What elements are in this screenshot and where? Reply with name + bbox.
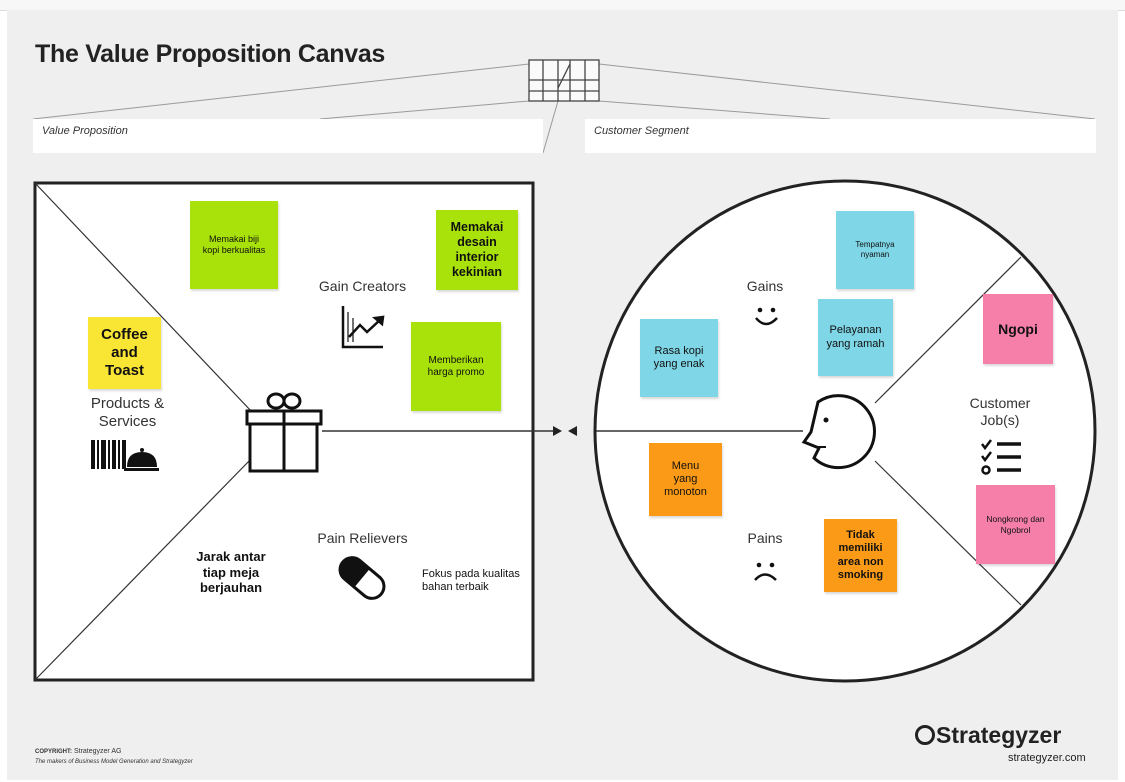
gift-icon	[245, 392, 323, 473]
copyright: COPYRIGHT: Strategyzer AG The makers of …	[35, 747, 193, 767]
products-services-label: Products & Services	[90, 395, 165, 430]
brand-name: Strategyzer	[936, 722, 1062, 748]
page-title: The Value Proposition Canvas	[35, 40, 386, 68]
copyright-label: COPYRIGHT:	[35, 749, 73, 755]
note-text: Tidak memiliki area non smoking	[837, 529, 884, 581]
plain-note: Fokus pada kualitas bahan terbaik	[422, 568, 520, 594]
copyright-owner: Strategyzer AG	[73, 748, 122, 755]
sticky-note[interactable]: Tempatnya nyaman	[836, 211, 914, 289]
checklist-icon	[981, 439, 1021, 475]
note-text: Memberikan harga promo	[427, 354, 485, 378]
sticky-note[interactable]: Ngopi	[983, 294, 1053, 364]
sticky-note[interactable]: Menu yang monoton	[649, 443, 722, 516]
note-text: Pelayanan yang ramah	[826, 324, 885, 350]
note-text: Memakai desain interior kekinian	[450, 220, 504, 279]
gains-label: Gains	[746, 278, 784, 294]
sticky-note[interactable]: Memakai desain interior kekinian	[436, 210, 518, 290]
brand-logo[interactable]: Strategyzer	[915, 722, 1061, 749]
frown-icon	[754, 562, 777, 581]
note-text: Nongkrong dan Ngobrol	[986, 514, 1045, 535]
note-text: Coffee and Toast	[101, 326, 148, 379]
chart-up-icon	[341, 306, 385, 349]
plain-note: Jarak antar tiap meja berjauhan	[196, 549, 266, 596]
sticky-note[interactable]: Rasa kopi yang enak	[640, 319, 718, 397]
strategyzer-logo-icon	[915, 725, 935, 745]
tagline: The makers of Business Model Generation …	[35, 758, 193, 765]
barcode-service-icon	[91, 440, 159, 471]
face-icon	[801, 394, 876, 470]
sticky-note[interactable]: Memakai biji kopi berkualitas	[190, 201, 278, 289]
customer-jobs-label: Customer Job(s)	[969, 395, 1031, 428]
sticky-note[interactable]: Pelayanan yang ramah	[818, 299, 893, 376]
sticky-note[interactable]: Memberikan harga promo	[411, 322, 501, 411]
value-proposition-field[interactable]: Value Proposition	[33, 119, 543, 153]
note-text: Ngopi	[998, 320, 1038, 337]
note-text: Tempatnya nyaman	[855, 240, 895, 259]
customer-segment-field[interactable]: Customer Segment	[585, 119, 1096, 153]
pill-icon	[338, 556, 386, 600]
brand-url[interactable]: strategyzer.com	[1008, 752, 1086, 764]
perspective-lines	[32, 63, 1096, 154]
note-text: Memakai biji kopi berkualitas	[202, 234, 266, 255]
canvas-thumbnail-icon	[528, 59, 600, 102]
sticky-note[interactable]: Nongkrong dan Ngobrol	[976, 485, 1055, 564]
gain-creators-label: Gain Creators	[318, 278, 407, 294]
smile-icon	[755, 307, 778, 326]
customer-segment-label: Customer Segment	[594, 125, 689, 137]
pain-relievers-label: Pain Relievers	[317, 530, 408, 546]
note-text: Rasa kopi yang enak	[653, 344, 705, 370]
value-proposition-label: Value Proposition	[42, 125, 128, 137]
pains-label: Pains	[747, 530, 783, 546]
sticky-note[interactable]: Coffee and Toast	[88, 317, 161, 389]
sticky-note[interactable]: Tidak memiliki area non smoking	[824, 519, 897, 592]
note-text: Menu yang monoton	[664, 459, 707, 499]
